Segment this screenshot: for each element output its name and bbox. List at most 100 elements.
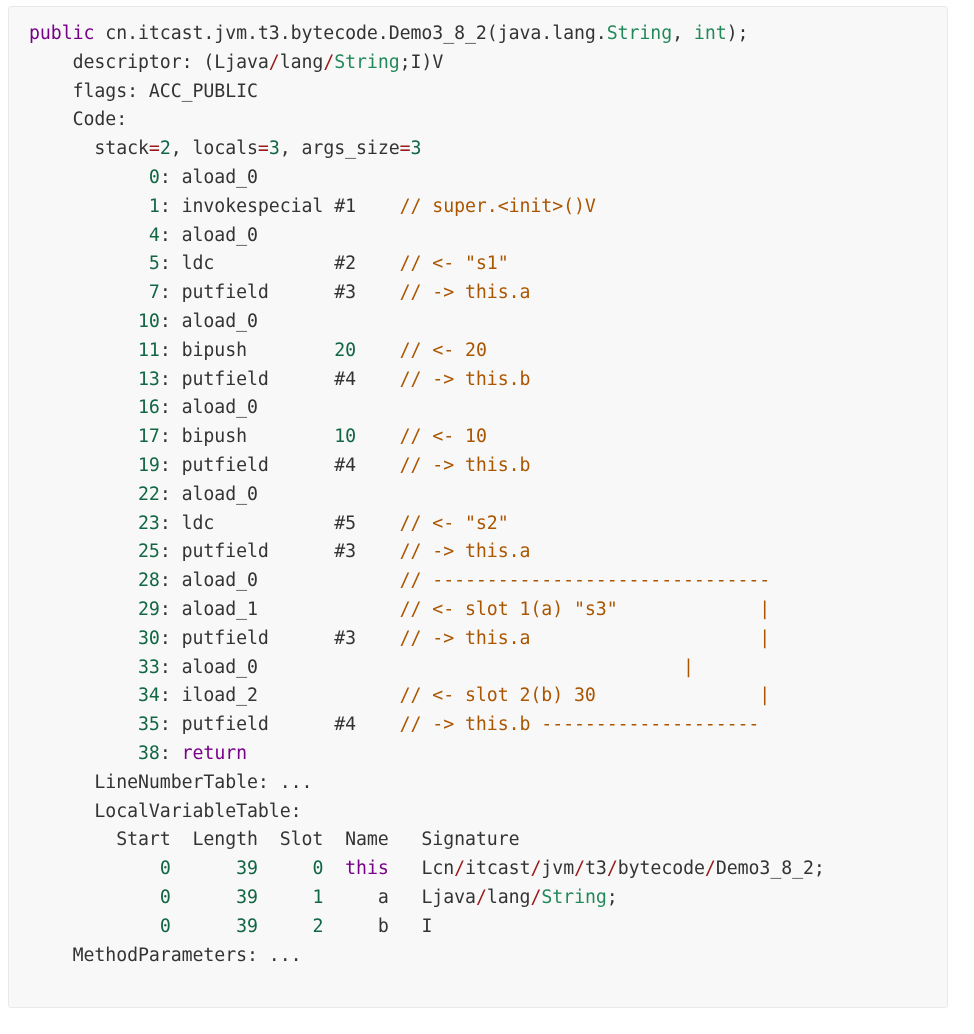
code-line: LineNumberTable: ... <box>29 769 825 798</box>
code-token <box>29 628 138 649</box>
code-token: , args_size <box>279 138 400 160</box>
code-token <box>29 426 138 447</box>
code-token <box>171 858 236 879</box>
code-token: 0 <box>148 166 160 188</box>
code-token: 33 <box>138 656 160 678</box>
code-token: int <box>693 23 727 44</box>
code-token: : aload_0 <box>159 397 258 419</box>
code-token: // <- slot 2(b) 30 | <box>399 685 771 707</box>
code-token: 3 <box>410 138 422 160</box>
code-token: 10 <box>138 310 160 332</box>
code-line: 22: aload_0 <box>29 481 825 510</box>
code-token <box>29 685 138 706</box>
code-token: / <box>530 886 542 908</box>
code-token: 3 <box>268 138 280 160</box>
code-token: LocalVariableTable: <box>29 800 302 822</box>
code-line: 35: putfield #4 // -> this.b -----------… <box>29 711 825 740</box>
code-token: descriptor: (Ljava <box>29 51 269 73</box>
code-token: 30 <box>138 627 160 649</box>
code-token: // -> this.a | <box>399 627 771 649</box>
code-block: public cn.itcast.jvm.t3.bytecode.Demo3_8… <box>8 6 948 1008</box>
code-token: b I <box>323 915 433 937</box>
code-token: flags: ACC_PUBLIC <box>29 80 258 102</box>
code-token <box>29 484 138 505</box>
code-line: MethodParameters: ... <box>29 942 825 971</box>
code-token: / <box>574 858 585 880</box>
code-token: 34 <box>138 685 160 707</box>
code-token: : aload_1 <box>159 598 400 620</box>
code-token: return <box>181 742 248 764</box>
code-token <box>29 599 138 620</box>
code-token: 16 <box>138 397 160 419</box>
code-token: = <box>399 138 411 160</box>
code-token <box>29 397 138 418</box>
code-line: 4: aload_0 <box>29 222 825 251</box>
code-line: 0 39 0 this Lcn/itcast/jvm/t3/bytecode/D… <box>29 855 825 884</box>
code-line: Code: <box>29 106 825 135</box>
code-token: 19 <box>138 454 160 476</box>
code-token: : <box>159 742 182 764</box>
code-token <box>29 167 149 188</box>
code-line: 33: aload_0 | <box>29 654 825 683</box>
code-token: Lcn <box>388 858 455 880</box>
code-line: 5: ldc #2 // <- "s1" <box>29 250 825 279</box>
code-line: 10: aload_0 <box>29 308 825 337</box>
code-token: : aload_0 <box>159 483 258 505</box>
code-line: descriptor: (Ljava/lang/String;I)V <box>29 49 825 78</box>
code-token: 1 <box>148 195 160 217</box>
code-token: : putfield #3 <box>159 627 400 649</box>
code-token <box>29 340 138 361</box>
code-token: ;I)V <box>399 51 444 73</box>
code-token <box>29 916 160 937</box>
code-token: 35 <box>138 714 160 736</box>
code-line: 34: iload_2 // <- slot 2(b) 30 | <box>29 682 825 711</box>
code-token <box>323 858 345 879</box>
code-token <box>258 916 313 937</box>
code-token: // -> this.a <box>399 541 531 563</box>
code-token: // <- 20 <box>399 339 487 361</box>
code-token: : putfield #3 <box>159 282 400 304</box>
code-token: : putfield #4 <box>159 454 400 476</box>
code-token: // -> this.a <box>399 282 531 304</box>
code-token <box>29 541 138 562</box>
code-line: 17: bipush 10 // <- 10 <box>29 423 825 452</box>
code-token: 5 <box>148 253 160 275</box>
code-token: // -> this.b <box>399 368 531 390</box>
code-token: 2 <box>159 138 171 160</box>
code-token: 0 <box>312 858 324 880</box>
code-token <box>171 916 236 937</box>
code-token <box>29 887 160 908</box>
code-token: 0 <box>159 858 171 880</box>
code-token: / <box>704 858 716 880</box>
code-token: 11 <box>138 339 160 361</box>
code-token: 4 <box>148 224 160 246</box>
code-line: 11: bipush 20 // <- 20 <box>29 337 825 366</box>
code-token: // ------------------------------- <box>399 570 771 592</box>
code-token: 17 <box>138 426 160 448</box>
code-token <box>29 513 138 534</box>
code-token: Code: <box>29 109 128 131</box>
code-token: // super.<init>()V <box>399 195 596 217</box>
code-token <box>29 455 138 476</box>
code-token: a Ljava <box>323 886 476 908</box>
code-token <box>29 369 138 390</box>
code-token: = <box>148 138 160 160</box>
code-line: 0 39 2 b I <box>29 913 825 942</box>
code-token <box>171 887 236 908</box>
code-token: jvm <box>541 858 575 880</box>
code-line: Start Length Slot Name Signature <box>29 826 825 855</box>
code-token: 29 <box>138 598 160 620</box>
code-token: | <box>683 656 694 678</box>
code-token: 13 <box>138 368 160 390</box>
code-token: 28 <box>138 570 160 592</box>
code-line: LocalVariableTable: <box>29 798 825 827</box>
code-token: 22 <box>138 483 160 505</box>
code-token: : bipush <box>159 426 335 448</box>
code-token: 25 <box>138 541 160 563</box>
code-token <box>258 887 313 908</box>
code-token: MethodParameters: ... <box>29 944 302 966</box>
code-token: : iload_2 <box>159 685 400 707</box>
code-token: bytecode <box>617 858 705 880</box>
code-line: 30: putfield #3 // -> this.a | <box>29 625 825 654</box>
code-token: 7 <box>148 282 160 304</box>
